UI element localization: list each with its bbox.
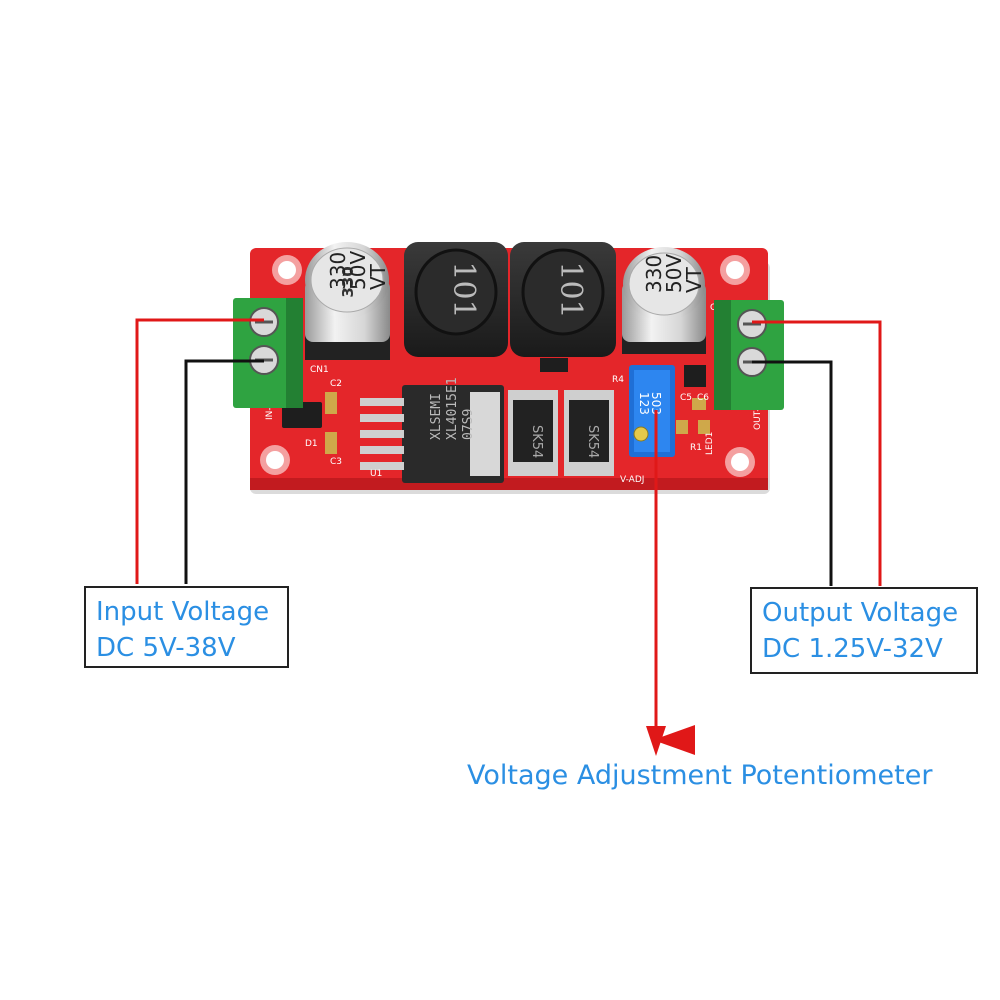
svg-text:50V: 50V [662,254,686,293]
svg-text:LED1: LED1 [705,432,715,455]
svg-text:XL4015E1: XL4015E1 [445,377,460,440]
arrow-head [646,726,666,756]
input-positive-wire [135,318,264,584]
svg-text:R4: R4 [612,375,624,385]
potentiometer: 123 503 [629,365,675,457]
mounting-holes [260,255,755,477]
svg-text:IN-: IN- [265,407,275,420]
svg-text:C6: C6 [697,393,709,403]
svg-text:CN1: CN1 [310,365,329,375]
diode-1: SK54 [508,390,558,476]
capacitor-right: 330 50V VT [622,247,706,354]
svg-text:503: 503 [649,392,663,415]
svg-text:07S9: 07S9 [461,409,476,440]
output-voltage-range: DC 1.25V-32V [762,634,943,664]
output-voltage-label: Output Voltage DC 1.25V-32V [750,587,978,674]
svg-text:SK54: SK54 [585,425,600,458]
cap-left-text: 330 [339,266,357,297]
small-components [282,358,710,454]
inductor-left: 101 [404,242,508,357]
capacitor-left: 330 330 50V VT [305,242,390,360]
input-negative-wire [184,359,264,584]
diode-2: SK54 [564,390,614,476]
input-voltage-label: Input Voltage DC 5V-38V [84,586,289,668]
svg-text:SK54: SK54 [529,425,544,458]
svg-text:VT: VT [682,266,706,293]
inductor-right: 101 [510,242,616,357]
potentiometer-label: Voltage Adjustment Potentiometer [467,760,933,791]
terminal-right [714,300,784,410]
svg-text:D1: D1 [305,439,318,449]
terminal-left [233,298,303,408]
svg-text:330: 330 [642,255,666,293]
svg-text:U1: U1 [370,469,382,479]
svg-text:330: 330 [326,252,350,290]
svg-text:V-ADJ: V-ADJ [620,475,644,485]
input-voltage-title: Input Voltage [96,597,270,627]
svg-text:C2: C2 [330,379,342,389]
svg-text:330: 330 [339,266,357,297]
svg-text:R1: R1 [690,443,702,453]
input-voltage-range: DC 5V-38V [96,633,236,663]
output-negative-wire [752,360,833,586]
output-positive-wire [752,320,882,586]
svg-text:OUT-: OUT- [753,408,763,430]
svg-text:VT: VT [366,263,390,290]
svg-text:101: 101 [446,261,481,318]
svg-text:XLSEMI: XLSEMI [429,393,444,440]
output-voltage-title: Output Voltage [762,598,959,628]
regulator-chip: XLSEMI XL4015E1 07S9 [360,377,504,483]
svg-text:101: 101 [553,261,588,318]
svg-text:123: 123 [637,392,651,415]
svg-text:C3: C3 [330,457,342,467]
svg-text:C5: C5 [680,393,692,403]
svg-text:50V: 50V [346,251,370,290]
